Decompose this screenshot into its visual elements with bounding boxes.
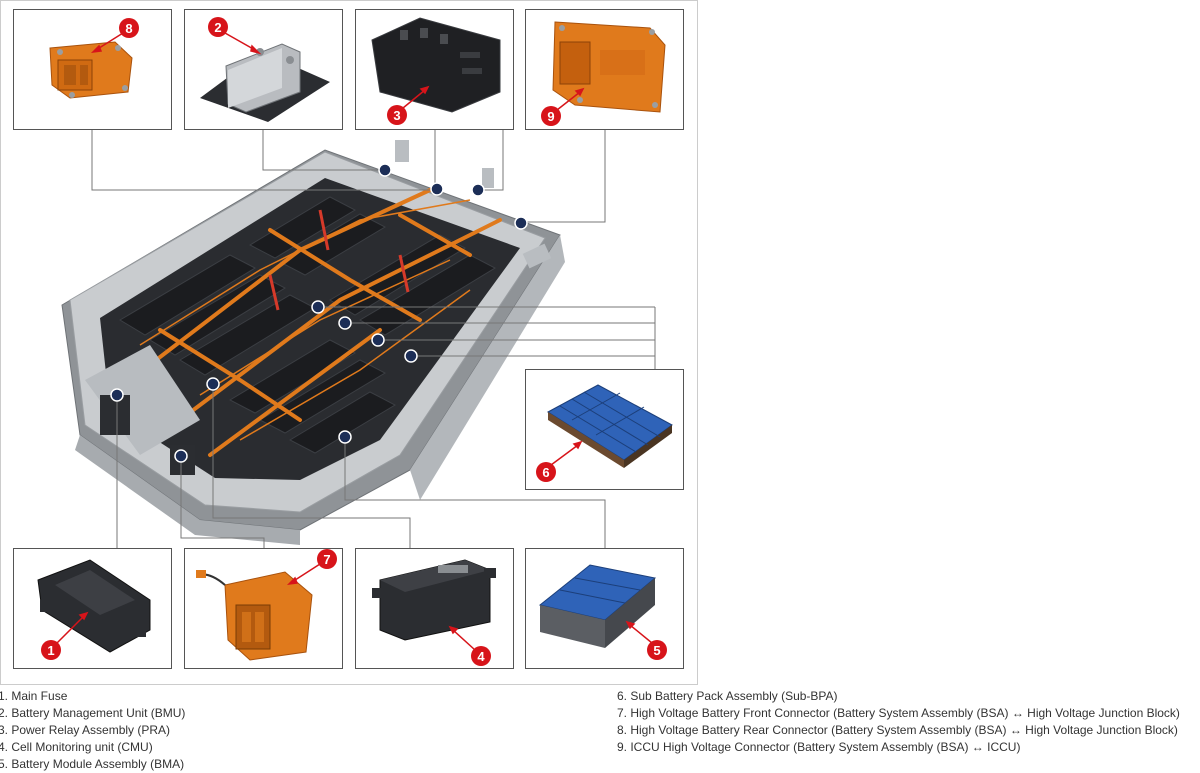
callout-4: 4 [471,646,491,666]
legend-right: 6. Sub Battery Pack Assembly (Sub-BPA) 7… [617,688,1197,756]
callout-5: 5 [647,640,667,660]
main-fuse-illustration [37,559,151,653]
pointer-dot-sub-bpa-1 [311,300,325,314]
front-connector-illustration [196,570,313,661]
callout-7: 7 [317,549,337,569]
legend-left: 1. Main Fuse 2. Battery Management Unit … [0,688,598,773]
pointer-dots [110,163,528,463]
callout-9: 9 [541,106,561,126]
pointer-dot-front-connector [174,449,188,463]
legend-item-pra: 3. Power Relay Assembly (PRA) [0,723,171,737]
callout-2-label: 2 [214,20,221,35]
leader-lines [91,129,656,548]
legend-item-front-connector: 7. High Voltage Battery Front Connector … [617,706,1180,720]
callout-1: 1 [41,640,61,660]
callout-arrows [55,32,653,651]
callout-8-label: 8 [125,21,132,36]
battery-system-diagram: 8 2 3 9 6 1 7 4 5 [0,0,698,685]
battery-pack-illustration [61,140,565,545]
callout-3-label: 3 [393,108,400,123]
legend-item-iccu-connector: 9. ICCU High Voltage Connector (Battery … [617,740,1021,754]
legend-item-bma: 5. Battery Module Assembly (BMA) [0,757,185,771]
callout-8: 8 [119,18,139,38]
pointer-dot-sub-bpa-3 [371,333,385,347]
legend-item-cmu: 4. Cell Monitoring unit (CMU) [0,740,153,754]
rear-connector-illustration [49,41,133,99]
pointer-dot-main-fuse [110,388,124,402]
legend-item-sub-bpa: 6. Sub Battery Pack Assembly (Sub-BPA) [617,689,838,703]
iccu-connector-illustration [552,21,666,113]
pointer-dot-sub-bpa-4 [404,349,418,363]
callout-9-label: 9 [547,109,554,124]
pointer-dot-iccu-connector [514,216,528,230]
callout-6-label: 6 [542,465,549,480]
callout-2: 2 [208,17,228,37]
cmu-illustration [372,559,496,641]
callout-1-label: 1 [47,643,54,658]
callout-6: 6 [536,462,556,482]
pointer-dot-sub-bpa-2 [338,316,352,330]
pointer-dot-bma [338,430,352,444]
pra-illustration [371,17,501,113]
callout-7-label: 7 [323,552,330,567]
callout-3: 3 [387,105,407,125]
bma-illustration [538,564,657,648]
sub-bpa-illustration [547,384,673,468]
pointer-dot-cmu [206,377,220,391]
pointer-dot-bmu [378,163,392,177]
pointer-dot-rear-connector [471,183,485,197]
callout-5-label: 5 [653,643,660,658]
legend-item-bmu: 2. Battery Management Unit (BMU) [0,706,186,720]
pointer-dot-pra [430,182,444,196]
legend-item-main-fuse: 1. Main Fuse [0,689,68,703]
legend-item-rear-connector: 8. High Voltage Battery Rear Connector (… [617,723,1178,737]
bmu-illustration [200,43,330,122]
callout-4-label: 4 [477,649,485,664]
